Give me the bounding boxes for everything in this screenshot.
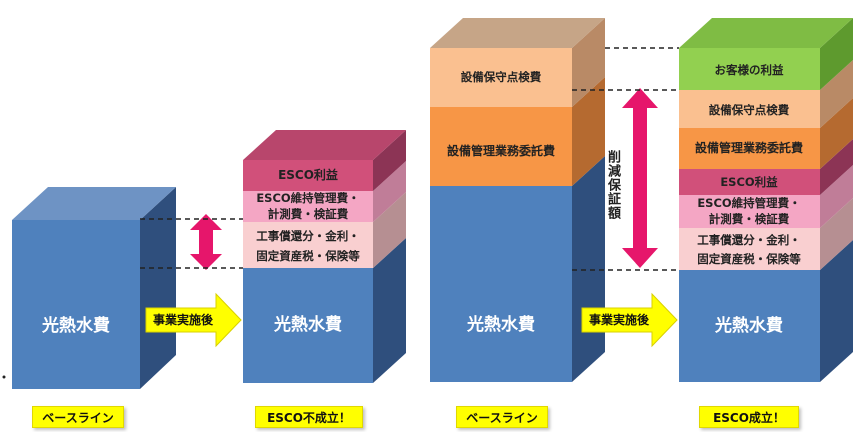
col4-profit-segment [679, 169, 820, 195]
col4-side-blue [820, 240, 853, 382]
col4-side-inspection [820, 60, 853, 128]
implementation-label-2: 事業実施後 [588, 313, 649, 327]
col2-construction-label-1: 工事償還分・金利・ [256, 229, 360, 243]
col3-utilities-label: 光熱水費 [466, 314, 535, 335]
large-double-arrow [622, 88, 658, 268]
col2-side-construction [373, 192, 406, 268]
col4-management-label: 設備管理業務委託費 [695, 140, 803, 155]
col2-construction-label-2: 固定資産税・保険等 [256, 249, 360, 263]
col3-management-segment [430, 107, 572, 186]
col2-construction-segment [243, 222, 373, 268]
col4-top-face [679, 18, 853, 48]
col4-inspection-label: 設備保守点検費 [709, 103, 790, 117]
col2-utilities-label: 光熱水費 [273, 314, 342, 335]
col4-construction-label-2: 固定資産税・保険等 [697, 252, 801, 266]
col4-construction-segment [679, 228, 820, 270]
column-baseline-2: 設備保守点検費 設備管理業務委託費 光熱水費 [430, 18, 605, 382]
column-esco-success: お客様の利益 設備保守点検費 設備管理業務委託費 ESCO利益 ESCO維持管理… [679, 18, 853, 382]
col2-maintenance-label-2: 計測費・検証費 [268, 207, 349, 221]
col3-side-blue [572, 156, 605, 382]
col4-side-management [820, 98, 853, 169]
col1-utilities-label: 光熱水費 [41, 315, 110, 336]
col2-profit-segment [243, 160, 373, 191]
guaranteed-savings-label: 削減保証額 [605, 150, 620, 220]
column-esco-fail: ESCO利益 ESCO維持管理費・ 計測費・検証費 工事償還分・金利・ 固定資産… [243, 130, 406, 383]
col2-side-profit [373, 130, 406, 191]
col2-side-blue [373, 238, 406, 383]
col4-management-segment [679, 128, 820, 169]
col4-customer-segment [679, 48, 820, 90]
col2-top-face [243, 130, 406, 160]
dashed-reference-lines [140, 47, 679, 271]
col4-side-maintenance [820, 165, 853, 228]
col4-maintenance-label-1: ESCO維持管理費・ [697, 196, 800, 210]
implementation-label-1: 事業実施後 [152, 313, 213, 327]
column-baseline-1: 光熱水費 [12, 187, 176, 389]
col3-inspection-segment [430, 48, 572, 107]
badge-esco-success: ESCO成立！ [699, 406, 799, 428]
col4-utilities-segment [679, 270, 820, 382]
col4-customer-label: お客様の利益 [715, 63, 784, 77]
col1-side-face [140, 187, 176, 389]
col4-utilities-label: 光熱水費 [714, 315, 783, 336]
badge-baseline-2: ベースライン [456, 406, 548, 428]
col4-maintenance-label-2: 計測費・検証費 [709, 212, 790, 226]
badge-baseline-1: ベースライン [32, 406, 124, 428]
col4-maintenance-segment [679, 195, 820, 228]
col4-side-construction [820, 198, 853, 270]
col4-inspection-segment [679, 90, 820, 128]
implementation-arrow-1 [145, 292, 242, 348]
small-dot [2, 375, 6, 379]
col3-top-face [430, 18, 605, 48]
col1-utilities-segment [12, 220, 140, 389]
col2-maintenance-label-1: ESCO維持管理費・ [256, 191, 359, 205]
col3-side-inspection [572, 18, 605, 107]
small-double-arrow [190, 214, 222, 270]
col4-side-profit [820, 139, 853, 195]
col4-construction-label-1: 工事償還分・金利・ [697, 233, 801, 247]
col4-side-customer [820, 18, 853, 90]
badge-esco-fail: ESCO不成立！ [255, 406, 363, 428]
col2-utilities-segment [243, 268, 373, 383]
col3-inspection-label: 設備保守点検費 [461, 70, 542, 84]
implementation-arrow-2 [581, 292, 678, 348]
col3-utilities-segment [430, 186, 572, 382]
col2-maintenance-segment [243, 191, 373, 222]
col3-side-management [572, 77, 605, 186]
col3-management-label: 設備管理業務委託費 [447, 143, 555, 158]
col2-profit-label: ESCO利益 [278, 167, 338, 182]
col4-profit-label: ESCO利益 [720, 175, 778, 189]
col1-top-face [12, 187, 176, 220]
col2-side-maintenance [373, 161, 406, 222]
